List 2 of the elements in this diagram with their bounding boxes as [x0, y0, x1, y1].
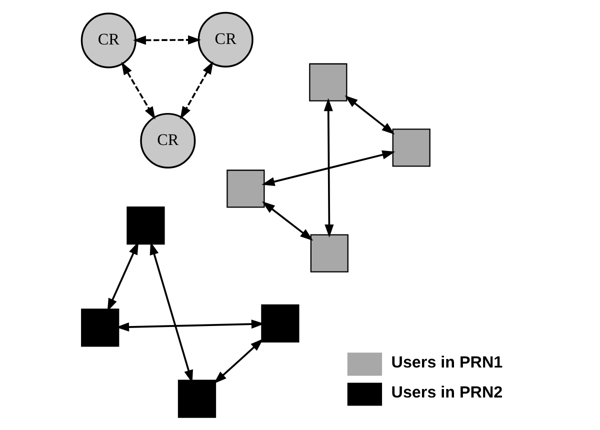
legend-label: Users in PRN1 [391, 353, 503, 372]
legend-label: Users in PRN2 [391, 383, 503, 402]
